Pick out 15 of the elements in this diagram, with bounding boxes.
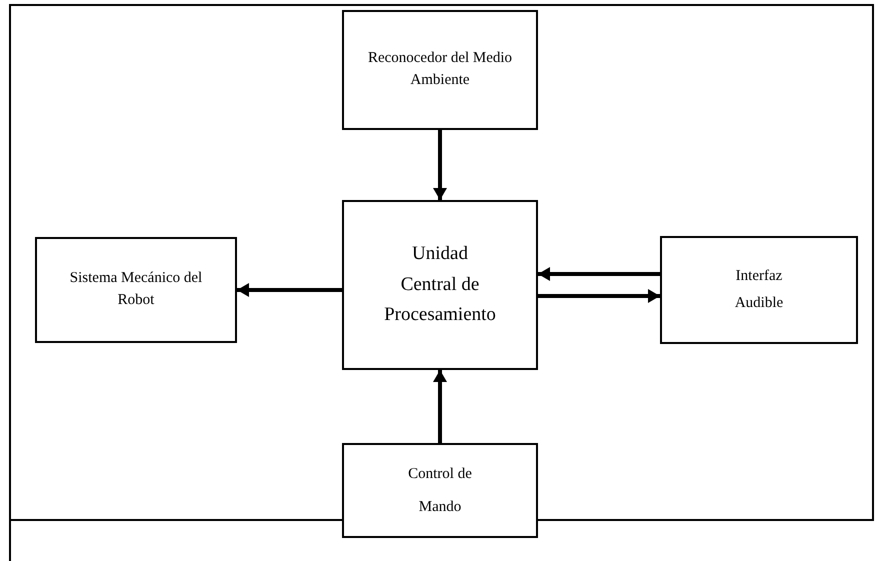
box-label: Control de Mando xyxy=(407,464,473,516)
process-box xyxy=(342,10,538,130)
process-box xyxy=(660,236,858,344)
box-label: Sistema Mecánico del Robot xyxy=(68,269,204,310)
box-label: Unidad Central de Procesamiento xyxy=(383,242,497,328)
process-box xyxy=(342,200,538,370)
arrow xyxy=(538,267,660,281)
arrow xyxy=(538,289,660,303)
process-box xyxy=(35,237,237,343)
arrow xyxy=(433,130,447,200)
process-box xyxy=(342,443,538,538)
arrow xyxy=(433,370,447,443)
arrow xyxy=(237,283,342,297)
box-label: Interfaz Audible xyxy=(734,267,784,313)
box-label: Reconocedor del Medio Ambiente xyxy=(366,49,514,90)
